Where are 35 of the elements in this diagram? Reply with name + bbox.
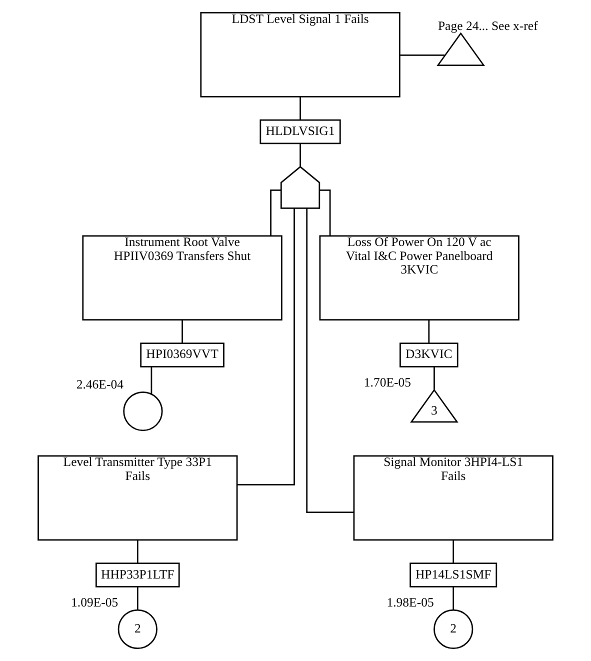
node-gate	[280, 166, 320, 209]
node-circle	[123, 391, 163, 432]
node-label: 1.09E-05	[71, 595, 118, 610]
node-box: D3KVIC	[400, 342, 458, 368]
connector	[150, 366, 152, 394]
connector	[428, 320, 430, 343]
node-box: HLDLVSIG1	[260, 119, 341, 144]
node-circle: 2	[434, 609, 474, 650]
connector	[300, 96, 301, 120]
node-circle: 2	[118, 609, 158, 650]
node-box: Instrument Root Valve HPIIV0369 Transfers Shut	[82, 235, 282, 321]
connector	[306, 208, 354, 513]
connector	[400, 54, 445, 56]
connector	[136, 540, 138, 564]
node-box: Level Transmitter Type 33P1 Fails	[38, 455, 238, 541]
connector	[182, 320, 183, 343]
connector	[452, 540, 454, 564]
connector	[320, 190, 331, 236]
connector	[452, 586, 454, 610]
connector	[136, 586, 138, 610]
node-box: HHP33P1LTF	[96, 562, 180, 588]
node-triangle	[436, 32, 485, 66]
connector	[237, 208, 295, 486]
connector	[300, 143, 301, 166]
node-box: LDST Level Signal 1 Fails	[200, 12, 400, 98]
node-box: HPI0369VVT	[140, 342, 224, 368]
node-label: 1.70E-05	[364, 375, 412, 390]
node-box: Loss Of Power On 120 V ac Vital I&C Power Panelboard 3KVIC	[319, 235, 520, 321]
connector	[434, 366, 435, 390]
node-box: HP14LS1SMF	[410, 562, 498, 588]
node-label: 2.46E-04	[76, 378, 124, 392]
connector	[270, 190, 282, 236]
node-label: Page 24... See x-ref	[438, 18, 538, 33]
node-box: Signal Monitor 3HPI4-LS1 Fails	[353, 455, 554, 541]
node-label: 1.98E-05	[386, 595, 434, 610]
